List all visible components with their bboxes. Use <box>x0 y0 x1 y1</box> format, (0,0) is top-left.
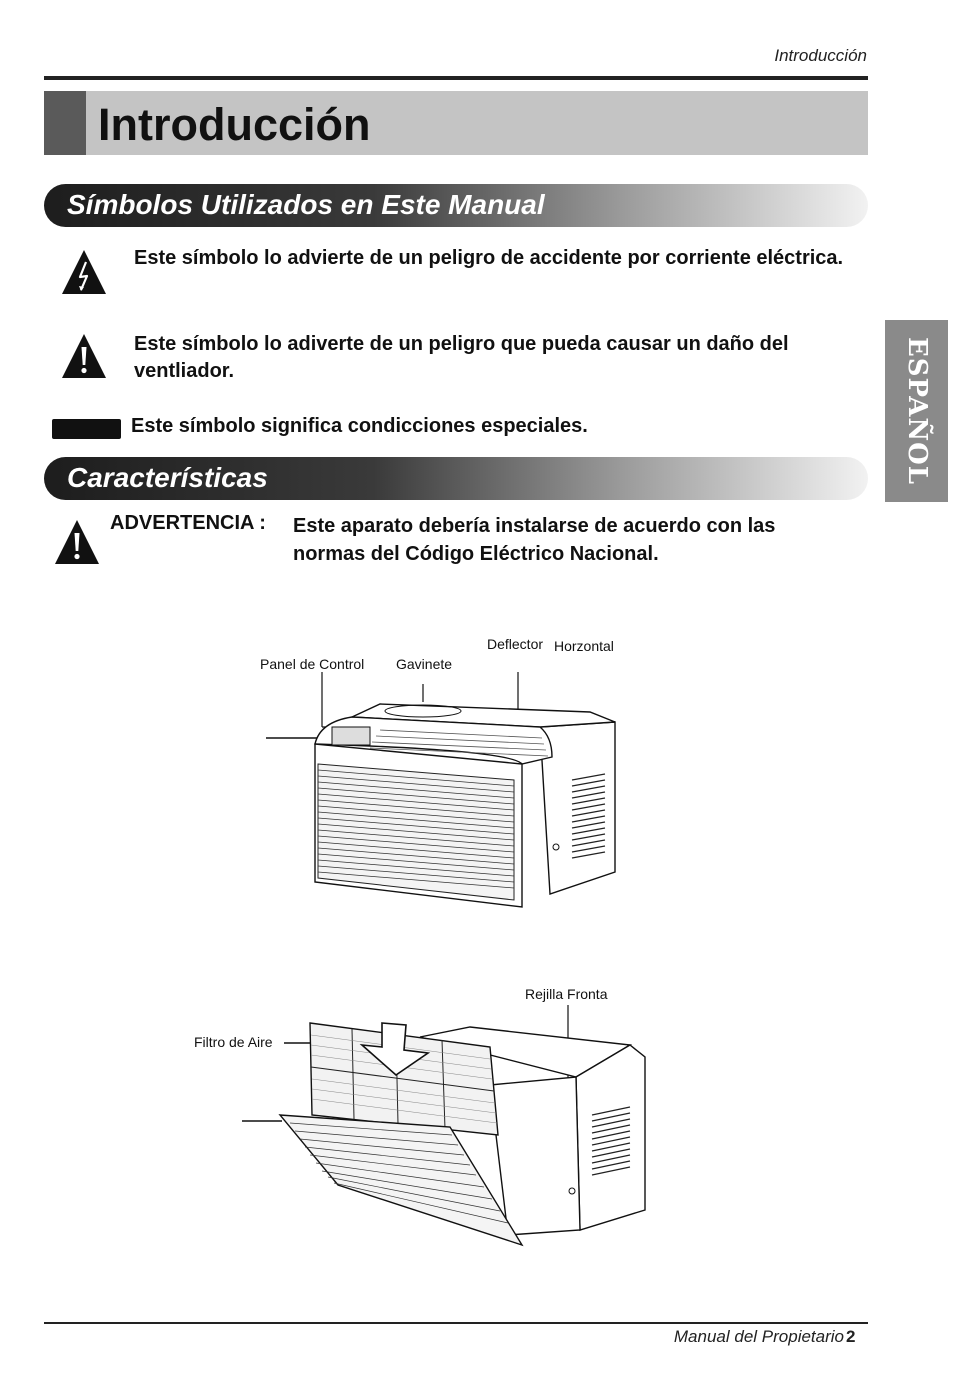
title-accent-block <box>44 91 86 155</box>
warning-label: ADVERTENCIA : <box>110 512 266 534</box>
symbol-warning-text: Este símbolo lo adiverte de un peligro q… <box>134 333 789 382</box>
callout-horizontal: Horzontal <box>554 638 614 654</box>
warning-exclamation-icon <box>62 334 106 378</box>
callout-control-panel: Panel de Control <box>260 656 365 672</box>
callout-deflector: Deflector <box>487 636 544 652</box>
symbol-electric-text: Este símbolo lo advierte de un peligro d… <box>134 247 844 269</box>
section-heading-symbols: Símbolos Utilizados en Este Manual <box>44 184 868 227</box>
page-title: Introducción <box>98 99 371 150</box>
section-heading-symbols-label: Símbolos Utilizados en Este Manual <box>67 189 545 220</box>
symbol-special-text: Este símbolo significa condicciones espe… <box>131 415 588 437</box>
callout-front-grille: Rejilla Fronta <box>525 986 608 1002</box>
footer-manual-title: Manual del Propietario <box>673 1327 844 1346</box>
air-conditioner-open-grille-diagram <box>242 1005 646 1247</box>
top-rule <box>44 76 868 80</box>
language-side-tab: ESPAÑOL <box>885 320 948 502</box>
language-side-tab-label: ESPAÑOL <box>901 336 932 486</box>
callout-cabinet: Gavinete <box>396 656 453 672</box>
page-number: 2 <box>846 1327 856 1346</box>
air-conditioner-front-diagram <box>266 672 616 908</box>
warning-text: Este aparato debería instalarse de acuer… <box>293 515 776 565</box>
warning-exclamation-icon <box>55 520 99 564</box>
special-conditions-bar-icon <box>52 419 121 439</box>
bottom-rule <box>44 1322 868 1324</box>
running-head: Introducción <box>774 46 867 65</box>
electric-hazard-icon <box>62 250 106 294</box>
callout-air-filter: Filtro de Aire <box>194 1034 273 1050</box>
title-bar: Introducción <box>44 91 868 155</box>
section-heading-features: Características <box>44 457 868 500</box>
section-heading-features-label: Características <box>67 462 268 493</box>
